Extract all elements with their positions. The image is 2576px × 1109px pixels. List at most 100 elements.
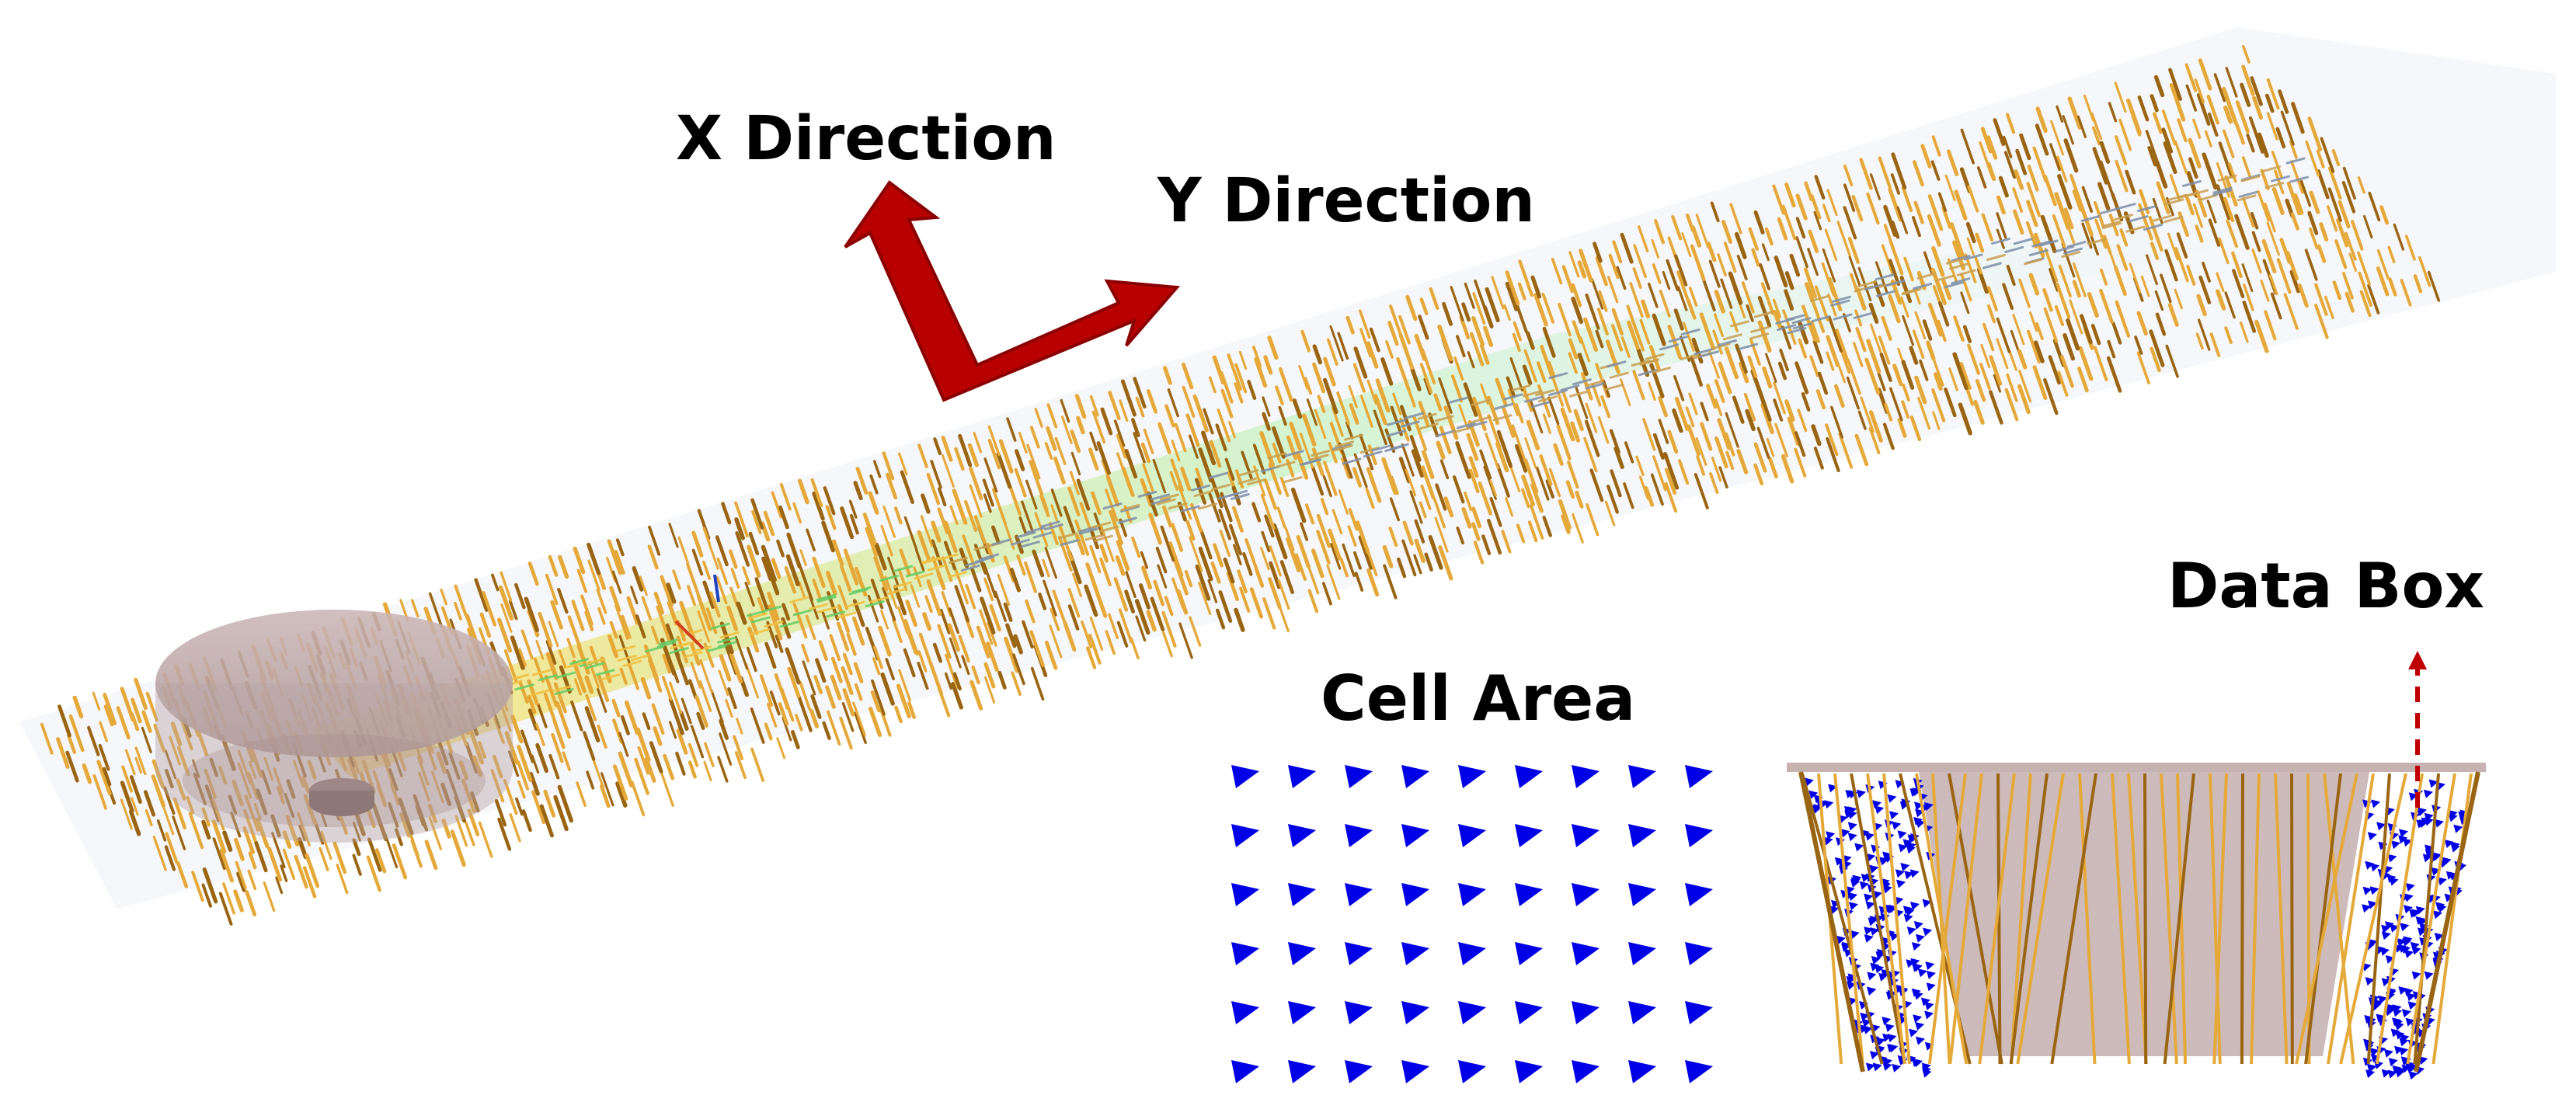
velocity-vector (1354, 572, 1364, 592)
velocity-vector (388, 801, 399, 828)
velocity-vector (1586, 502, 1600, 537)
velocity-vector (1714, 436, 1728, 469)
velocity-vector (767, 591, 780, 621)
jet-vector (622, 659, 642, 667)
velocity-vector (1348, 508, 1359, 531)
velocity-vector (515, 797, 524, 816)
velocity-vector (1518, 259, 1533, 297)
mesh-vector (2397, 938, 2407, 947)
velocity-vector (750, 747, 765, 782)
jet-vector (746, 610, 766, 617)
velocity-vector (641, 596, 653, 621)
velocity-vector (843, 548, 859, 586)
velocity-vector (209, 757, 219, 777)
jet-vector (1809, 294, 1829, 302)
velocity-vector (2058, 264, 2072, 297)
velocity-vector (1125, 571, 1137, 598)
jet-vector (1753, 311, 1774, 318)
velocity-vector (1044, 442, 1053, 460)
velocity-vector (1251, 502, 1262, 523)
velocity-vector (596, 588, 607, 614)
velocity-vector (691, 548, 704, 576)
mesh-vector (1892, 1063, 1902, 1072)
velocity-vector (2012, 314, 2025, 346)
velocity-vector (254, 840, 268, 873)
velocity-vector (134, 746, 147, 776)
velocity-vector (201, 807, 211, 827)
velocity-vector (134, 756, 143, 774)
velocity-vector (572, 659, 587, 694)
velocity-vector (585, 694, 597, 721)
velocity-vector (1513, 321, 1523, 342)
velocity-vector (1276, 597, 1290, 633)
velocity-vector (1011, 671, 1022, 696)
velocity-vector (233, 889, 244, 913)
jet-vector (817, 606, 837, 614)
velocity-vector (825, 685, 836, 709)
jet-vector (837, 611, 857, 619)
cell-vector (1288, 942, 1316, 965)
velocity-vector (479, 612, 492, 638)
velocity-vector (830, 656, 843, 683)
velocity-vector (1405, 294, 1418, 322)
velocity-vector (1472, 292, 1486, 325)
velocity-vector (2032, 146, 2048, 183)
mesh-vector (2400, 923, 2410, 932)
cylinder-top (155, 610, 513, 757)
velocity-vector (2060, 355, 2074, 388)
velocity-vector (2368, 191, 2381, 222)
jet-vector (845, 600, 865, 608)
mesh-vector (2407, 1001, 2418, 1010)
velocity-vector (543, 789, 556, 818)
velocity-vector (1422, 450, 1435, 479)
velocity-vector (1155, 546, 1168, 574)
velocity-vector (1933, 372, 1943, 391)
velocity-vector (1813, 447, 1824, 470)
velocity-vector (2270, 292, 2282, 320)
velocity-vector (716, 557, 729, 586)
velocity-vector (812, 556, 826, 588)
velocity-vector (548, 554, 559, 577)
velocity-vector (1052, 589, 1066, 623)
velocity-vector (1168, 541, 1184, 578)
velocity-vector (823, 486, 836, 516)
velocity-vector (228, 794, 238, 815)
jet-vector (1944, 281, 1964, 289)
cell-vector (1685, 824, 1713, 847)
velocity-vector (2197, 318, 2211, 351)
jet-vector (1948, 262, 1969, 270)
velocity-vector (510, 714, 524, 744)
jet-vector (586, 658, 606, 666)
velocity-vector (872, 657, 881, 676)
velocity-vector (1337, 332, 1349, 360)
velocity-vector (143, 790, 156, 817)
jet-vector (1040, 520, 1060, 528)
velocity-vector (1146, 389, 1158, 414)
velocity-vector (524, 596, 540, 633)
velocity-vector (865, 527, 879, 557)
velocity-vector (1438, 377, 1453, 414)
velocity-vector (1300, 329, 1311, 353)
jet-vector (1405, 412, 1425, 419)
velocity-vector (1469, 332, 1485, 367)
velocity-vector (1012, 653, 1025, 686)
velocity-vector (1142, 463, 1154, 492)
velocity-vector (1262, 597, 1276, 630)
velocity-vector (1121, 466, 1135, 497)
velocity-vector (2336, 218, 2349, 248)
velocity-vector (775, 634, 784, 653)
jet-vector (2031, 240, 2052, 248)
velocity-vector (1604, 500, 1616, 527)
velocity-vector (1029, 426, 1040, 449)
velocity-vector (1590, 278, 1604, 310)
velocity-vector (880, 524, 893, 557)
velocity-vector (285, 815, 300, 847)
velocity-vector (1272, 523, 1288, 560)
velocity-vector (545, 652, 559, 680)
velocity-vector (1687, 424, 1701, 457)
velocity-vector (2231, 251, 2243, 279)
cell-vector (1231, 765, 1259, 788)
velocity-vector (649, 741, 663, 774)
jet-vector (2066, 241, 2087, 249)
velocity-vector (2266, 221, 2280, 256)
